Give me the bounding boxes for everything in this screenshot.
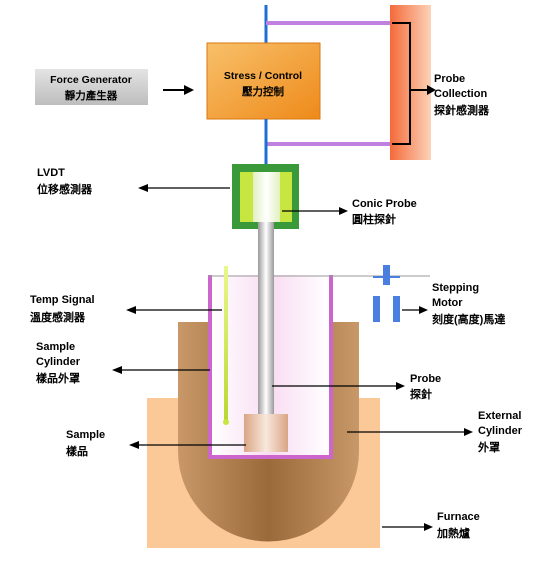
sample-label-zh: 樣品 [66, 444, 88, 458]
stepping-motor-arrow-head [419, 306, 428, 314]
force-generator-label: Force Generator [50, 74, 132, 86]
temp-sensor-rod [224, 266, 228, 421]
external-cylinder-label-zh: 外罩 [477, 440, 500, 454]
probe-label-zh: 探針 [410, 387, 432, 401]
probe-label: Probe [410, 373, 441, 385]
furnace-arrow-head [424, 523, 433, 531]
sample [244, 414, 288, 452]
temp-signal-arrow-head [126, 306, 136, 314]
probe-collection-arrow-head [427, 85, 436, 95]
stepping-motor-top [383, 265, 390, 285]
furnace-label-zh: 加熱爐 [436, 526, 470, 540]
sample-label: Sample [66, 429, 105, 441]
external-cylinder-label-1: External [478, 410, 521, 422]
probe-arrow-head [396, 382, 405, 390]
stepping-motor-label-2: Motor [432, 297, 463, 309]
stress-control-label-zh: 壓力控制 [242, 85, 284, 98]
external-cylinder-label-2: Cylinder [478, 425, 523, 437]
probe-collection-label-zh: 探針感測器 [434, 103, 490, 117]
force-generator-box [35, 69, 148, 105]
stepping-motor-left [373, 296, 380, 322]
conic-probe [253, 172, 280, 222]
lvdt-label-zh: 位移感測器 [37, 182, 93, 196]
external-cylinder-arrow-head [464, 428, 473, 436]
probe-shaft [258, 222, 274, 416]
stepping-motor-bar [373, 276, 400, 278]
probe-collection-label-1: Probe [434, 73, 465, 85]
stress-control-label: Stress / Control [224, 70, 302, 82]
probe-collection-label-2: Collection [434, 88, 487, 100]
lvdt-label: LVDT [37, 167, 65, 179]
sample-cylinder-label-2: Cylinder [36, 356, 81, 368]
stepping-motor-right [393, 296, 400, 322]
stress-control-box [206, 42, 321, 120]
conic-probe-arrow-head [339, 207, 348, 215]
temp-signal-label-zh: 溫度感測器 [30, 310, 86, 324]
sample-arrow-head [129, 441, 139, 449]
sample-cylinder-label-1: Sample [36, 341, 75, 353]
stepping-motor-label-1: Stepping [432, 282, 479, 294]
force-generator-label-zh: 靜力產生器 [65, 89, 118, 102]
probe-collection-bracket [392, 22, 411, 145]
temp-sensor-tip [223, 419, 229, 425]
sample-cylinder-label-zh: 樣品外罩 [36, 371, 80, 385]
sample-cylinder-arrow-head [112, 366, 122, 374]
lvdt-arrow-head [138, 184, 148, 192]
conic-probe-label: Conic Probe [352, 198, 417, 210]
stepping-motor-label-zh: 刻度(高度)馬達 [432, 312, 505, 326]
conic-probe-label-zh: 圓柱探針 [352, 212, 396, 226]
force-arrow-head [184, 85, 194, 95]
furnace-label: Furnace [437, 511, 480, 523]
temp-signal-label: Temp Signal [30, 294, 95, 306]
